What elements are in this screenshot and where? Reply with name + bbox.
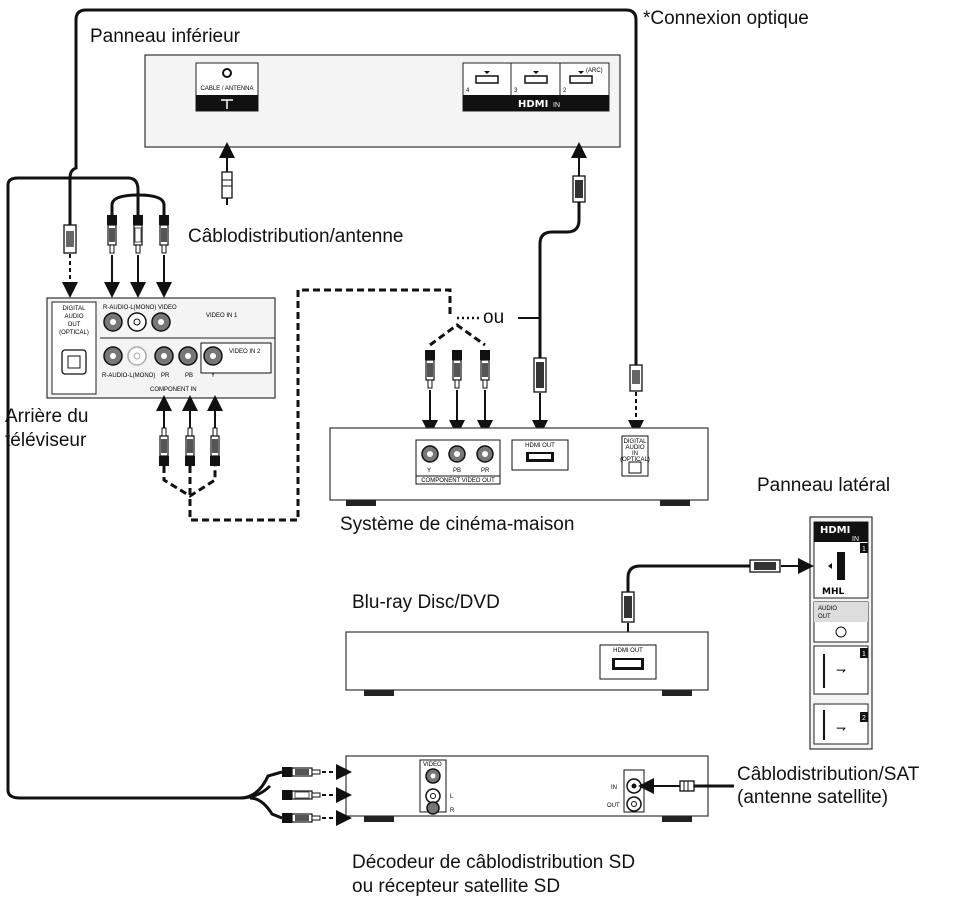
component-cable-dashed — [162, 288, 486, 522]
optical-cable — [68, 8, 638, 365]
ht-pr-label: PR — [481, 468, 490, 474]
satellite-connector — [638, 778, 734, 794]
cable-antenna-port-label: CABLE / ANTENNA — [200, 86, 253, 92]
side-port-number: 1 — [862, 651, 866, 658]
rca-plugs-top — [104, 215, 172, 298]
ou-label: ou — [483, 307, 505, 328]
bluray-box: HDMI OUT — [345, 631, 709, 696]
cable-sat-label-1: Câblodistribution/SAT — [737, 764, 920, 785]
video-in-2-label: VIDEO IN 2 — [229, 349, 261, 355]
hdmi-cable-ht — [532, 142, 587, 436]
decoder-label-1: Décodeur de câblodistribution SD — [352, 852, 636, 873]
ht-hdmi-out-label: HDMI OUT — [525, 443, 555, 449]
arc-label: (ARC) — [586, 68, 603, 74]
digital-audio-out-label: (OPTICAL) — [59, 330, 89, 336]
ht-optical-label: DIGITAL — [624, 439, 648, 445]
optical-plug-tv — [62, 224, 78, 298]
side-hdmi-in-label: IN — [852, 536, 859, 543]
composite-cable-decoder — [6, 176, 283, 820]
hdmi-port-number: 3 — [514, 88, 518, 94]
rca-plugs-decoder — [282, 764, 352, 826]
dec-video-label: VIDEO — [423, 762, 442, 768]
component-in-label: COMPONENT IN — [150, 387, 197, 393]
usb-icon: ⇁ — [836, 721, 846, 735]
optical-note-label: *Connexion optique — [643, 8, 809, 29]
component-plugs-tv — [156, 395, 223, 466]
hdmi-port-number: 4 — [466, 88, 470, 94]
digital-audio-out-label: OUT — [68, 322, 81, 328]
home-theater-box: Y PB PR COMPONENT VIDEO OUT HDMI OUT DIG… — [329, 427, 709, 506]
side-audio-out-label: OUT — [818, 614, 831, 620]
decoder-label-2: ou récepteur satellite SD — [352, 876, 561, 897]
pb-label: PB — [185, 373, 193, 379]
mhl-label: MHL — [822, 587, 844, 597]
pr-label: PR — [161, 373, 170, 379]
dec-l-label: L — [450, 794, 454, 800]
ht-optical-label: IN — [632, 451, 638, 457]
ht-y-label: Y — [427, 468, 431, 474]
cable-sat-label-2: (antenne satellite) — [737, 787, 889, 808]
component-video-out-label: COMPONENT VIDEO OUT — [421, 478, 495, 484]
ht-optical-label: AUDIO — [625, 445, 644, 451]
tv-bottom-panel: CABLE / ANTENNA (ARC) 4 3 2 HDMI IN — [144, 54, 621, 148]
tv-rear-label-2: téléviseur — [5, 430, 87, 451]
r-audio-l-video-label: R-AUDIO-L(MONO) VIDEO — [103, 305, 177, 311]
dec-r-label: R — [450, 808, 455, 814]
tv-rear-panel: DIGITAL AUDIO OUT (OPTICAL) R-AUDIO-L(MO… — [46, 297, 276, 399]
optical-plug-ht — [628, 364, 644, 436]
side-audio-out-label: AUDIO — [818, 606, 837, 612]
side-hdmi-logo: HDMI — [820, 525, 850, 536]
hdmi-port-number: 2 — [563, 88, 567, 94]
bluray-label: Blu-ray Disc/DVD — [352, 592, 500, 613]
digital-audio-out-label: DIGITAL — [63, 306, 87, 312]
hdmi-in-label: IN — [553, 102, 560, 109]
dec-in-label: IN — [611, 785, 617, 791]
video-in-1-label: VIDEO IN 1 — [206, 313, 238, 319]
cable-antenna-label: Câblodistribution/antenne — [188, 226, 404, 247]
ht-pb-label: PB — [453, 468, 461, 474]
usb-icon: ⇁ — [836, 663, 846, 677]
y-label: Y — [211, 373, 215, 379]
hdmi-cable-bluray — [620, 558, 814, 650]
bd-hdmi-out-label: HDMI OUT — [613, 648, 643, 654]
side-panel-label: Panneau latéral — [757, 475, 891, 496]
ht-optical-label: (OPTICAL) — [620, 457, 650, 463]
tv-rear-label-1: Arrière du — [5, 406, 89, 427]
antenna-connector — [219, 142, 235, 205]
tv-side-panel: HDMI IN 1 MHL AUDIO OUT 1 ⇁ 2 ⇁ — [809, 516, 873, 750]
component-plugs-ht — [422, 350, 493, 436]
digital-audio-out-label: AUDIO — [64, 314, 83, 320]
side-port-number: 2 — [862, 715, 866, 722]
hdmi-logo: HDMI — [518, 99, 548, 110]
r-audio-l-2-label: R-AUDIO-L(MONO) — [102, 373, 155, 379]
dec-out-label: OUT — [607, 803, 620, 809]
bottom-panel-label: Panneau inférieur — [90, 26, 240, 47]
decoder-box: VIDEO L R IN OUT — [345, 755, 709, 822]
home-theater-label: Système de cinéma-maison — [340, 514, 575, 535]
side-port-number: 1 — [862, 546, 866, 553]
